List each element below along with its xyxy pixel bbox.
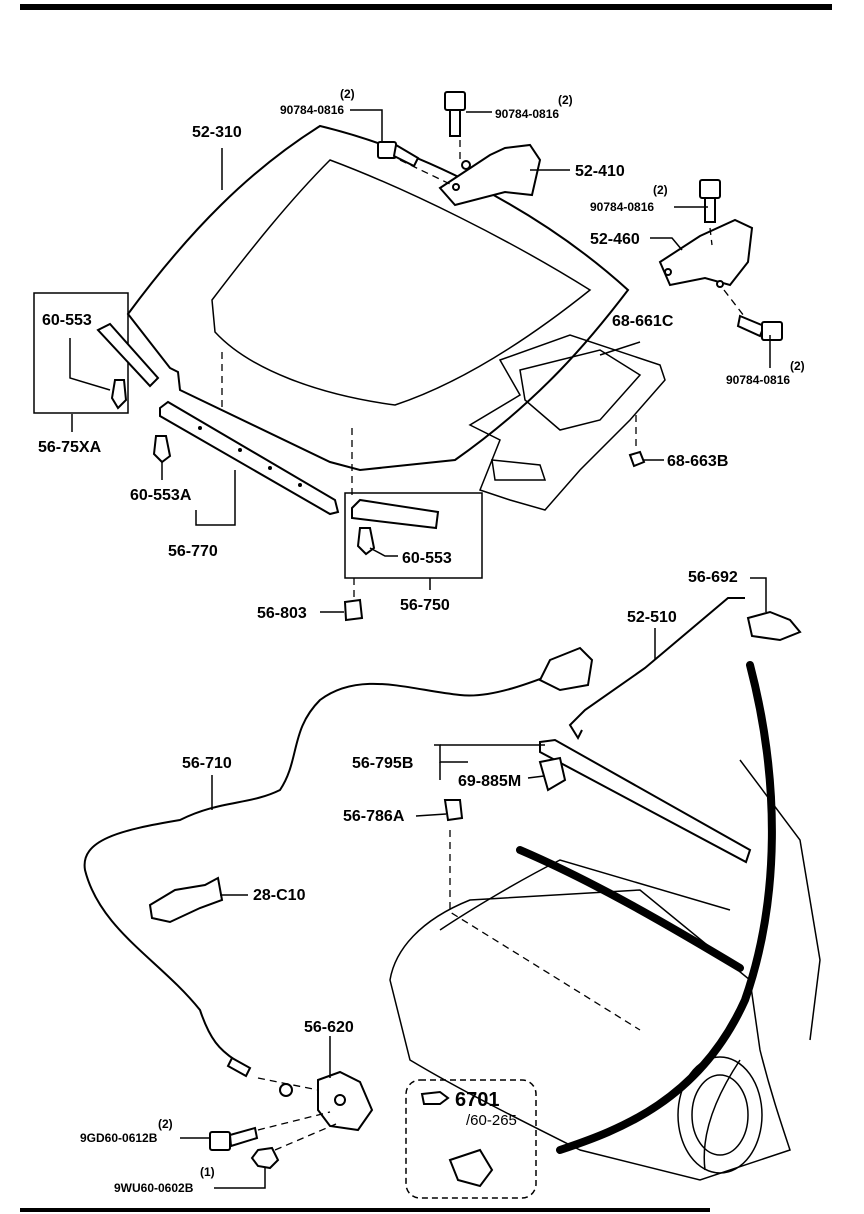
release-cable-56-710 (83, 659, 591, 1061)
label-bolt-lower-right-qty: (2) (790, 359, 805, 373)
latch-grommet (279, 1083, 293, 1097)
label-bolt-lower-right: 90784-0816 (726, 373, 790, 387)
label-clip-left-box: 60-553 (42, 312, 92, 329)
cable-end (226, 1056, 252, 1078)
callout-6701 (405, 1079, 537, 1199)
label-bumper: 56-803 (257, 605, 307, 622)
label-clip-insulator: 68-663B (667, 453, 728, 470)
hinge-52-410 (438, 143, 542, 207)
label-bolt-right: 90784-0816 (590, 200, 654, 214)
bolt-right (699, 179, 721, 223)
label-seal-right-group: 56-750 (400, 597, 450, 614)
label-hood: 52-310 (192, 124, 242, 141)
nut-latch (250, 1146, 280, 1170)
label-clip-right-box: 60-553 (402, 550, 452, 567)
bolt-latch (209, 1126, 259, 1151)
label-rod-clip: 69-885M (458, 773, 521, 790)
label-insulator: 68-661C (612, 313, 674, 330)
label-hood-latch: 56-620 (304, 1019, 354, 1036)
hinge-52-460 (658, 218, 754, 288)
bumper-56-803 (343, 598, 364, 622)
rod-clip-69-885m (538, 756, 567, 792)
bolt-top-left (377, 141, 420, 168)
label-clip-a: 60-553A (130, 487, 192, 504)
label-cable-clamp: 28-C10 (253, 887, 306, 904)
clip-60-553a (152, 435, 172, 464)
label-nut-latch-qty: (1) (200, 1165, 215, 1179)
label-seal-front: 56-770 (168, 543, 218, 560)
label-rod-holder: 56-795B (352, 755, 413, 772)
label-hose-clip: 56-692 (688, 569, 738, 586)
label-hinge-left: 52-460 (590, 231, 640, 248)
cable-clamp-28-c10 (148, 876, 224, 924)
bolt-top-mid (444, 91, 466, 137)
seal-group-right (344, 492, 483, 579)
label-seal-left-group: 56-75XA (38, 439, 102, 456)
label-callout-code: 6701 (455, 1089, 500, 1111)
label-support-rod: 52-510 (627, 609, 677, 626)
cable-knob (538, 646, 594, 692)
bolt-lower-right (736, 314, 783, 341)
car-body (389, 661, 821, 1181)
rod-holder-56-795b (539, 738, 752, 864)
seal-group-left (33, 292, 160, 414)
seal-56-770 (159, 400, 340, 516)
label-bolt-top-mid-qty: (2) (558, 93, 573, 107)
label-stopper: 56-786A (343, 808, 405, 825)
label-bolt-top-left-qty: (2) (340, 87, 355, 101)
hood-latch-56-620 (317, 1070, 374, 1132)
bottom-border (20, 1208, 710, 1212)
label-nut-latch: 9WU60-0602B (114, 1181, 194, 1195)
support-rod-52-510 (568, 597, 745, 741)
hood-insulator (468, 334, 666, 511)
stopper-56-786a (443, 799, 464, 822)
hand-pointer-icon (420, 1090, 450, 1105)
label-bolt-latch: 9GD60-0612B (80, 1131, 158, 1145)
label-release-cable: 56-710 (182, 755, 232, 772)
hood-panel (126, 124, 630, 472)
top-border (20, 4, 832, 10)
label-bolt-right-qty: (2) (653, 183, 668, 197)
label-bolt-top-mid: 90784-0816 (495, 107, 559, 121)
hose-clip-56-692 (746, 610, 802, 642)
label-callout-sub: /60-265 (466, 1112, 517, 1129)
label-bolt-latch-qty: (2) (158, 1117, 173, 1131)
label-bolt-top-left: 90784-0816 (280, 103, 344, 117)
clip-68-663b (628, 450, 646, 468)
label-hinge-right: 52-410 (575, 163, 625, 180)
